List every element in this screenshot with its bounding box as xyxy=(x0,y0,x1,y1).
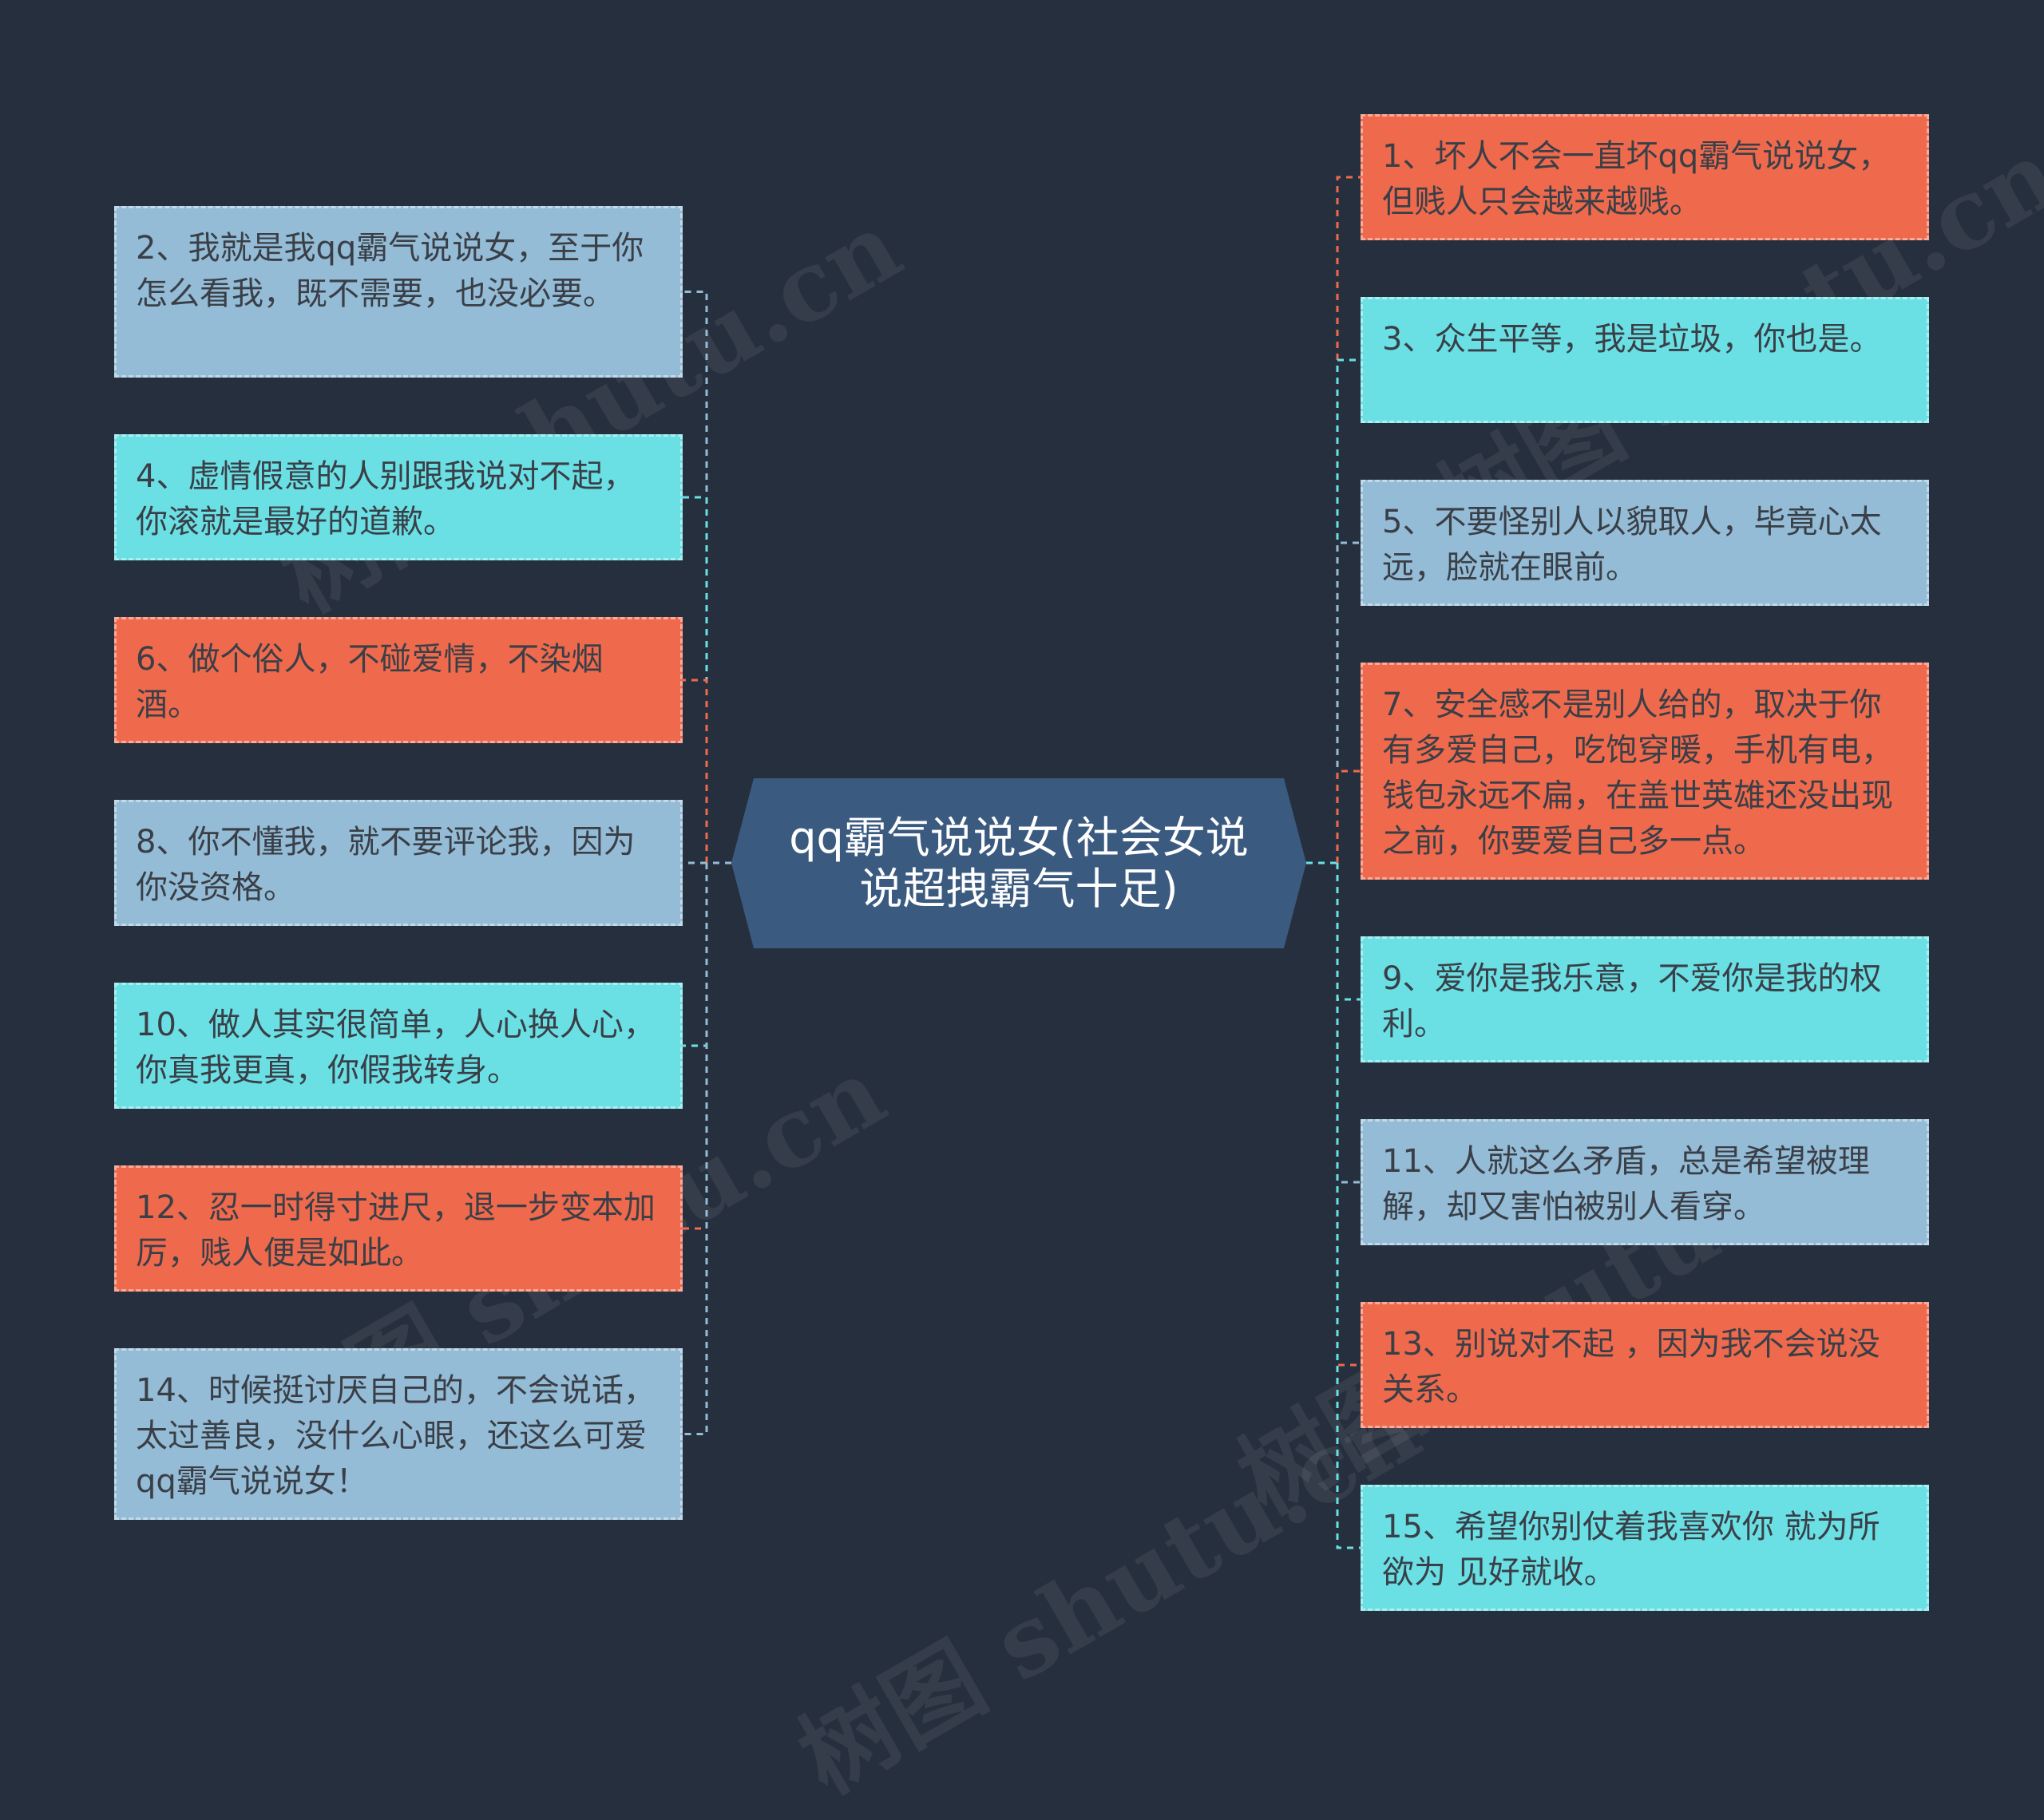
connector-left-6 xyxy=(683,863,708,1230)
right-node-3[interactable]: 5、不要怪别人以貌取人，毕竟心太远，脸就在眼前。 xyxy=(1361,480,1929,606)
center-hexagon-shape xyxy=(731,778,1306,948)
left-node-1[interactable]: 2、我就是我qq霸气说说女，至于你怎么看我，既不需要，也没必要。 xyxy=(114,206,683,378)
connector-left-3 xyxy=(683,679,708,863)
connector-right-1 xyxy=(1336,176,1361,863)
right-node-7[interactable]: 13、别说对不起 ，因为我不会说没关系。 xyxy=(1361,1302,1929,1428)
center-title: qq霸气说说女(社会女说说超拽霸气十足) xyxy=(789,812,1249,914)
connector-right-5 xyxy=(1336,863,1361,1001)
connector-right-4 xyxy=(1336,770,1361,863)
center-topic[interactable]: qq霸气说说女(社会女说说超拽霸气十足) xyxy=(731,778,1306,948)
right-node-5[interactable]: 9、爱你是我乐意，不爱你是我的权利。 xyxy=(1361,936,1929,1062)
connector-right-6 xyxy=(1336,863,1361,1184)
connector-right-3 xyxy=(1336,541,1361,863)
right-node-8[interactable]: 15、希望你别仗着我喜欢你 就为所欲为 见好就收。 xyxy=(1361,1485,1929,1611)
left-node-3[interactable]: 6、做个俗人，不碰爱情，不染烟酒。 xyxy=(114,617,683,743)
left-node-7[interactable]: 14、时候挺讨厌自己的，不会说话，太过善良，没什么心眼，还这么可爱qq霸气说说女… xyxy=(114,1348,683,1520)
connector-left-5 xyxy=(683,863,708,1047)
connector-left-7 xyxy=(683,863,708,1435)
left-node-5[interactable]: 10、做人其实很简单，人心换人心，你真我更真，你假我转身。 xyxy=(114,983,683,1109)
connector-right-2 xyxy=(1336,358,1361,863)
right-node-2[interactable]: 3、众生平等，我是垃圾，你也是。 xyxy=(1361,297,1929,423)
connector-left-1 xyxy=(683,291,708,863)
connector-right-8 xyxy=(1336,863,1361,1549)
watermark-text: 树图 shutu.cn xyxy=(781,1371,1438,1816)
left-node-2[interactable]: 4、虚情假意的人别跟我说对不起，你滚就是最好的道歉。 xyxy=(114,434,683,560)
connector-right-7 xyxy=(1336,863,1361,1367)
right-node-4[interactable]: 7、安全感不是别人给的，取决于你有多爱自己，吃饱穿暖，手机有电，钱包永远不扁，在… xyxy=(1361,663,1929,880)
left-node-4[interactable]: 8、你不懂我，就不要评论我，因为你没资格。 xyxy=(114,800,683,926)
left-node-6[interactable]: 12、忍一时得寸进尺，退一步变本加厉，贱人便是如此。 xyxy=(114,1165,683,1292)
right-node-1[interactable]: 1、坏人不会一直坏qq霸气说说女，但贱人只会越来越贱。 xyxy=(1361,114,1929,240)
right-node-6[interactable]: 11、人就这么矛盾，总是希望被理解，却又害怕被别人看穿。 xyxy=(1361,1119,1929,1245)
connector-left-2 xyxy=(683,496,708,863)
